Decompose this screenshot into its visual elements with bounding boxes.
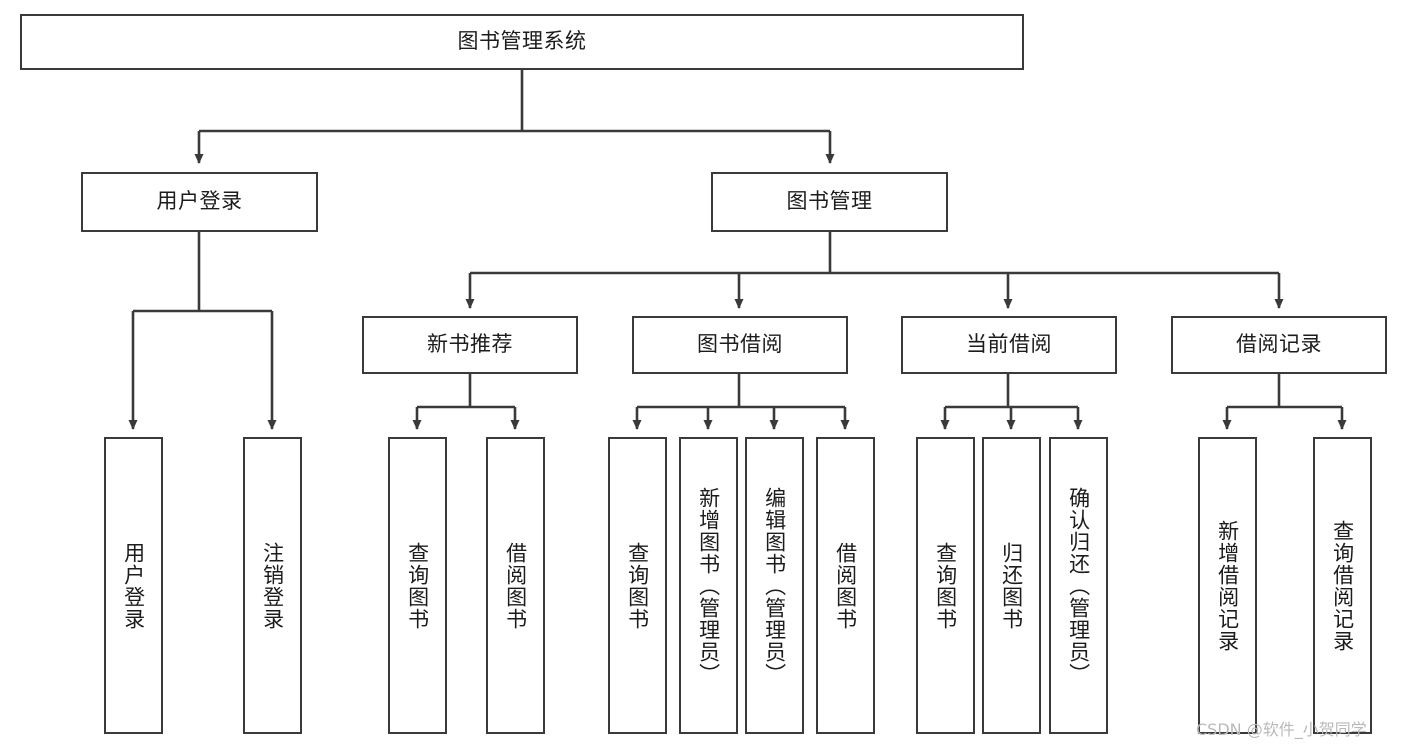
node-leaf-query-book-2[interactable]: 查询图书 <box>608 437 667 734</box>
node-leaf-add-record-label: 新增借阅记录 <box>1215 519 1240 652</box>
node-current-borrow[interactable]: 当前借阅 <box>901 316 1117 374</box>
node-user-login-label: 用户登录 <box>156 189 243 214</box>
node-leaf-return-book[interactable]: 归还图书 <box>982 437 1041 734</box>
node-leaf-borrow-book-1[interactable]: 借阅图书 <box>486 437 545 734</box>
node-new-book-rec[interactable]: 新书推荐 <box>362 316 578 374</box>
node-book-borrow-label: 图书借阅 <box>697 332 783 357</box>
node-borrow-record[interactable]: 借阅记录 <box>1171 316 1387 374</box>
node-leaf-borrow-book-2-label: 借阅图书 <box>833 541 858 630</box>
node-user-login[interactable]: 用户登录 <box>81 172 318 232</box>
node-leaf-query-book-3[interactable]: 查询图书 <box>916 437 975 734</box>
node-borrow-record-label: 借阅记录 <box>1236 332 1322 357</box>
node-book-manage-label: 图书管理 <box>786 189 873 214</box>
node-leaf-query-record[interactable]: 查询借阅记录 <box>1313 437 1372 734</box>
node-leaf-add-record[interactable]: 新增借阅记录 <box>1198 437 1257 734</box>
node-leaf-query-book-1-label: 查询图书 <box>405 541 430 630</box>
node-leaf-confirm-return[interactable]: 确认归还（管理员） <box>1049 437 1108 734</box>
node-root[interactable]: 图书管理系统 <box>20 14 1024 70</box>
node-leaf-logout[interactable]: 注销登录 <box>243 437 302 734</box>
node-leaf-query-book-2-label: 查询图书 <box>625 541 650 630</box>
node-leaf-edit-book[interactable]: 编辑图书（管理员） <box>745 437 804 734</box>
node-current-borrow-label: 当前借阅 <box>966 332 1052 357</box>
node-leaf-add-book[interactable]: 新增图书（管理员） <box>679 437 738 734</box>
node-leaf-query-record-label: 查询借阅记录 <box>1330 519 1355 652</box>
node-leaf-query-book-1[interactable]: 查询图书 <box>388 437 447 734</box>
node-leaf-query-book-3-label: 查询图书 <box>933 541 958 630</box>
node-root-label: 图书管理系统 <box>457 29 587 54</box>
node-book-manage[interactable]: 图书管理 <box>711 172 948 232</box>
node-leaf-user-login-label: 用户登录 <box>121 541 146 630</box>
node-leaf-borrow-book-1-label: 借阅图书 <box>503 541 528 630</box>
node-leaf-borrow-book-2[interactable]: 借阅图书 <box>816 437 875 734</box>
node-new-book-rec-label: 新书推荐 <box>427 332 513 357</box>
node-leaf-confirm-return-label: 确认归还（管理员） <box>1066 486 1091 685</box>
node-leaf-add-book-label: 新增图书（管理员） <box>696 486 721 685</box>
node-book-borrow[interactable]: 图书借阅 <box>632 316 848 374</box>
node-leaf-logout-label: 注销登录 <box>260 541 285 630</box>
node-leaf-return-book-label: 归还图书 <box>999 541 1024 630</box>
node-leaf-user-login[interactable]: 用户登录 <box>104 437 163 734</box>
node-leaf-edit-book-label: 编辑图书（管理员） <box>762 486 787 685</box>
